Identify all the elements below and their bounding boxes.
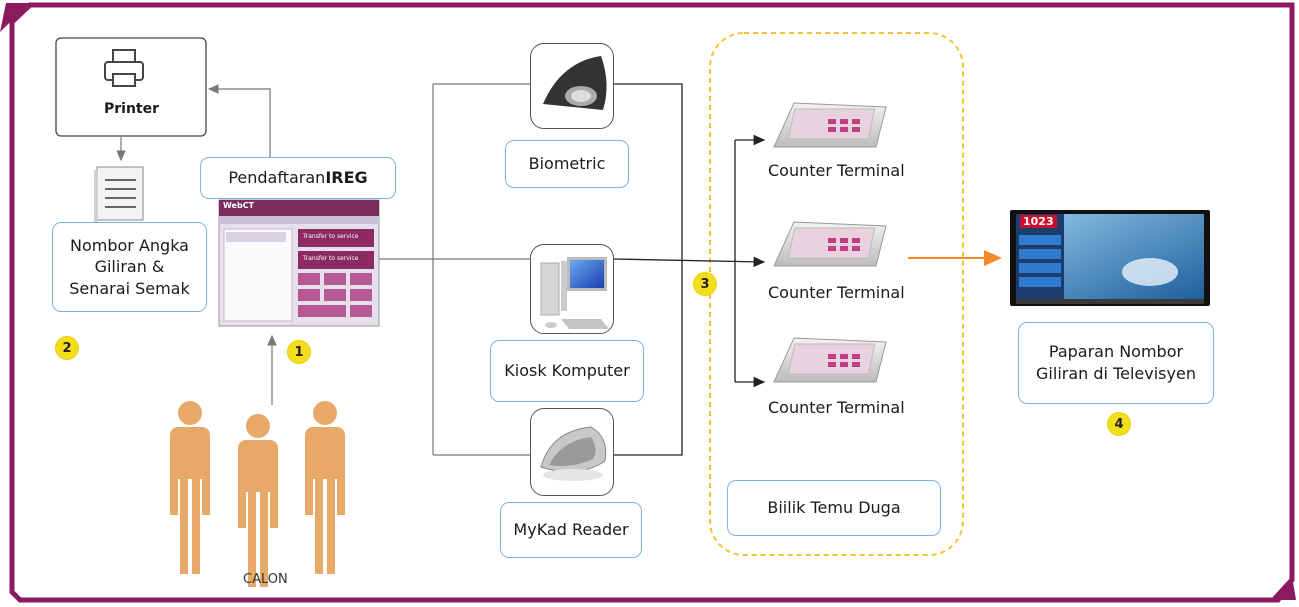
mykad-label: MyKad Reader — [500, 502, 642, 558]
terminal-1-label: Counter Terminal — [768, 161, 905, 180]
card-reader-icon — [540, 426, 607, 481]
ireg-label: Pendaftaran IREG — [200, 157, 396, 199]
arrow-ireg-to-printer — [207, 84, 271, 180]
queue-line-3: Senarai Semak — [69, 278, 190, 298]
step-badge-1: 1 — [288, 341, 310, 363]
line-right-bus — [614, 83, 683, 456]
ireg-screen-btn-1: Transfer to service — [303, 233, 359, 240]
queue-number-label: Nombor Angka Giliran & Senarai Semak — [52, 222, 207, 312]
step-badge-2: 2 — [56, 337, 78, 359]
computer-icon — [540, 257, 609, 329]
outer-frame — [9, 2, 1295, 603]
ireg-screen-app: WebCT — [223, 201, 255, 210]
terminal-2-label: Counter Terminal — [768, 283, 905, 302]
step-badge-4: 4 — [1108, 413, 1130, 435]
biometric-label: Biometric — [505, 140, 629, 188]
tv-label-line-1: Paparan Nombor — [1048, 342, 1184, 362]
tv-label: Paparan Nombor Giliran di Televisyen — [1018, 322, 1214, 404]
queue-line-1: Nombor Angka — [70, 235, 189, 255]
step-badge-3: 3 — [694, 273, 716, 295]
counter-terminal-device-2 — [773, 221, 887, 267]
biometric-device-box — [530, 43, 614, 129]
counter-terminal-device-1 — [773, 102, 887, 148]
mykad-device-box — [530, 408, 614, 496]
television-icon — [1010, 210, 1210, 306]
biometric-scanner-icon — [543, 56, 607, 110]
ireg-label-prefix: Pendaftaran — [228, 168, 326, 188]
ireg-screen-btn-2: Transfer to service — [303, 255, 359, 262]
ireg-tablet-screen — [218, 199, 380, 327]
printer-icon — [104, 49, 144, 87]
calon-people-icon — [170, 401, 345, 587]
queue-line-2: Giliran & — [94, 257, 165, 277]
arrow-to-terminal-2 — [613, 256, 766, 267]
tv-label-line-2: Giliran di Televisyen — [1036, 364, 1196, 383]
ireg-label-bold: IREG — [325, 168, 368, 188]
calon-label: CALON — [243, 572, 288, 587]
kiosk-device-box — [530, 244, 614, 334]
counter-terminal-device-3 — [773, 337, 887, 383]
tv-screen-number: 1023 — [1020, 215, 1057, 228]
booth-label: Biilik Temu Duga — [727, 480, 941, 536]
kiosk-label: Kiosk Komputer — [490, 340, 644, 402]
booth-area — [709, 32, 964, 556]
printer-label: Printer — [104, 101, 160, 117]
terminal-3-label: Counter Terminal — [768, 398, 905, 417]
document-icon — [94, 166, 144, 223]
